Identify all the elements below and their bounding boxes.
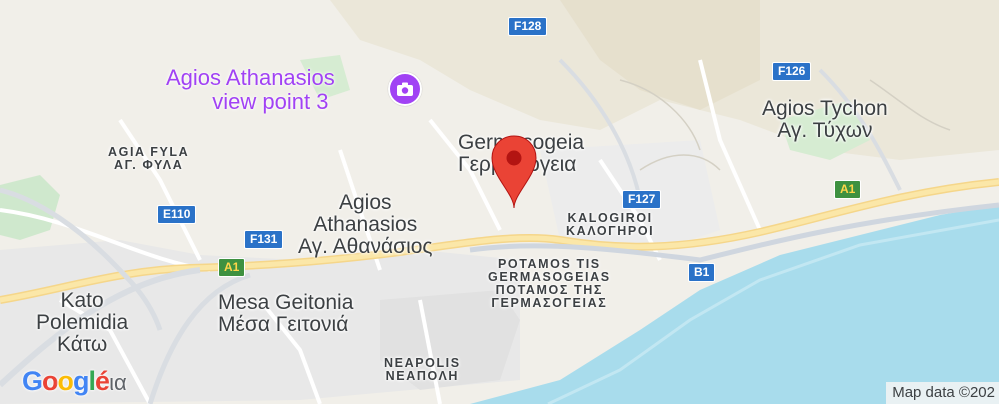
place-agios-athanasios[interactable]: Agios Athanasios Αγ. Αθανάσιος — [298, 191, 433, 259]
location-marker-icon[interactable] — [489, 134, 539, 210]
poi-label[interactable]: Agios Athanasios view point 3 — [166, 65, 335, 115]
map-attribution[interactable]: Map data ©202 — [886, 382, 999, 404]
poi-label-line2: view point 3 — [212, 89, 329, 115]
place-mesa-geitonia[interactable]: Mesa Geitonia Μέσα Γειτονιά — [218, 291, 354, 337]
road-shield-b1: B1 — [688, 263, 716, 282]
place-kalogiroi-gr: ΚΑΛΟΓΗΡΟΙ — [566, 224, 655, 239]
place-agios-tychon-en: Agios Tychon — [762, 97, 888, 120]
place-neapolis[interactable]: NEAPOLIS ΝΕΑΠΟΛΗ — [384, 356, 461, 384]
place-agios-tychon[interactable]: Agios Tychon Αγ. Τύχων — [762, 97, 888, 143]
place-potamos-en-1: POTAMOS TIS — [497, 257, 601, 271]
google-logo[interactable]: Googléια — [22, 366, 127, 396]
google-logo-suffix: ια — [109, 370, 127, 395]
place-kato-polemidia[interactable]: Kato Polemidia Κάτω — [36, 289, 129, 357]
camera-icon[interactable] — [388, 72, 422, 106]
place-potamos-tis-germasogeias[interactable]: POTAMOS TIS GERMASOGEIAS ΠΟΤΑΜΟΣ ΤΗΣ ΓΕΡ… — [488, 257, 611, 311]
place-potamos-gr-2: ΓΕΡΜΑΣΟΓΕΙΑΣ — [491, 296, 608, 311]
place-kato-polemidia-line1: Kato — [60, 289, 104, 312]
place-potamos-gr-1: ΠΟΤΑΜΟΣ ΤΗΣ — [495, 283, 604, 298]
place-kato-polemidia-gr: Κάτω — [56, 333, 108, 357]
road-shield-f127: F127 — [622, 190, 662, 209]
place-agios-athanasios-line1: Agios — [339, 191, 392, 214]
road-shield-a1-east: A1 — [834, 180, 862, 199]
place-kalogiroi-en: KALOGIROI — [567, 211, 653, 225]
place-agios-athanasios-line2: Athanasios — [313, 213, 418, 237]
place-neapolis-gr: ΝΕΑΠΟΛΗ — [385, 369, 460, 384]
place-mesa-geitonia-en: Mesa Geitonia — [218, 291, 354, 314]
road-shield-f128: F128 — [508, 17, 548, 36]
place-neapolis-en: NEAPOLIS — [384, 356, 461, 370]
road-shield-a1-west: A1 — [218, 258, 246, 277]
place-agia-fyla-gr: ΑΓ. ΦΥΛΑ — [113, 158, 184, 173]
place-agia-fyla-en: AGIA FYLA — [108, 145, 190, 159]
road-shield-f131: F131 — [244, 230, 284, 249]
place-mesa-geitonia-gr: Μέσα Γειτονιά — [218, 313, 349, 337]
place-agios-tychon-gr: Αγ. Τύχων — [777, 119, 873, 143]
poi-label-line1: Agios Athanasios — [166, 65, 335, 90]
road-shield-e110: E110 — [157, 205, 197, 224]
place-kato-polemidia-line2: Polemidia — [36, 311, 129, 335]
place-agios-athanasios-gr: Αγ. Αθανάσιος — [298, 235, 433, 259]
camera-icon-glyph — [397, 82, 413, 96]
place-kalogiroi[interactable]: KALOGIROI ΚΑΛΟΓΗΡΟΙ — [566, 211, 655, 239]
place-agia-fyla[interactable]: AGIA FYLA ΑΓ. ΦΥΛΑ — [108, 145, 190, 173]
place-potamos-en-2: GERMASOGEIAS — [488, 270, 611, 285]
road-shield-f126: F126 — [772, 62, 812, 81]
